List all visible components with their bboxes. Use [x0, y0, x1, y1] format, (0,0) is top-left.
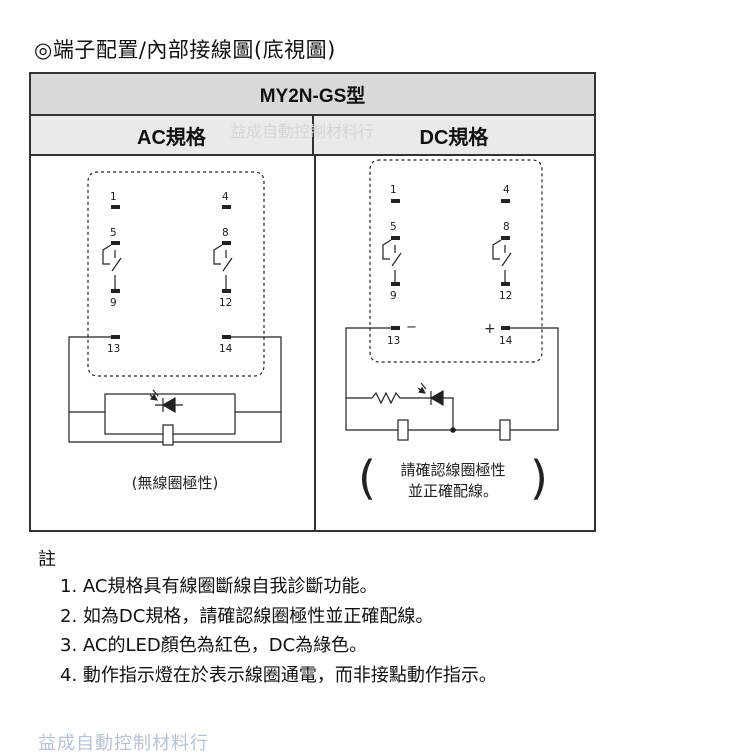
dc-label-13: 13: [387, 335, 400, 347]
ac-label-12: 12: [219, 297, 232, 309]
dc-terminal-13-pin: [391, 326, 400, 330]
dc-terminal-9-pin: [391, 282, 400, 286]
center-watermark: 益成自動控制材料行: [230, 122, 375, 141]
notes-title: 註: [38, 549, 56, 570]
dc-minus-sign: −: [406, 320, 417, 335]
dc-terminal-12-pin: [501, 282, 510, 286]
note-item-3: 3. AC的LED顏色為紅色，DC為綠色。: [60, 635, 368, 656]
store-watermark: 益成自動控制材料行: [38, 733, 209, 754]
dc-terminal-14-pin: [501, 326, 510, 330]
ac-right-contact: [213, 205, 233, 293]
dc-terminal-5-pin: [391, 236, 400, 240]
ac-relay-outline: [87, 171, 265, 377]
dc-wiring-diagram: [345, 159, 559, 441]
dc-label-14: 14: [499, 335, 513, 347]
dc-terminal-1-pin: [391, 199, 400, 203]
dc-terminal-4-pin: [501, 199, 510, 203]
dc-note-text: 請確認線圈極性 並正確配線。: [358, 455, 548, 502]
ac-coil-symbol: [162, 424, 174, 446]
dc-note-right-paren: ): [530, 451, 548, 505]
dc-polarity-note: ( 請確認線圈極性 並正確配線。 ): [358, 455, 548, 502]
dc-relay-outline: [369, 159, 543, 363]
dc-plus-sign: +: [484, 321, 496, 337]
ac-label-5: 5: [110, 227, 117, 239]
dc-right-contact: [492, 199, 512, 286]
section-heading: ◎端子配置/內部接線圖(底視圖): [34, 38, 336, 62]
ac-label-9: 9: [110, 297, 117, 309]
ac-terminal-4-pin: [222, 205, 231, 209]
column-divider: [314, 156, 316, 530]
dc-label-4: 4: [503, 184, 510, 196]
wiring-diagram-table: MY2N-GS型 AC規格 DC規格: [29, 72, 596, 532]
dc-led-symbol: [429, 389, 444, 407]
dc-coil-symbol-1: [397, 419, 409, 441]
dc-label-1: 1: [390, 184, 397, 196]
dc-terminal-labels: 1 4 5 8 9 12 13 14 − +: [387, 184, 513, 347]
dc-label-9: 9: [390, 290, 397, 302]
ac-terminal-8-pin: [222, 241, 231, 245]
dc-label-5: 5: [390, 221, 397, 233]
ac-led-symbol: [161, 396, 176, 414]
ac-terminal-9-pin: [111, 289, 120, 293]
dc-resistor-symbol: [371, 391, 423, 405]
dc-junction-dot: [450, 427, 456, 433]
ac-label-1: 1: [110, 191, 117, 203]
dc-label-12: 12: [499, 290, 512, 302]
ac-led-light-arrow: [149, 393, 158, 401]
ac-terminal-13-pin: [111, 335, 120, 339]
note-item-2: 2. 如為DC規格，請確認線圈極性並正確配線。: [60, 605, 434, 627]
ac-terminal-labels: 1 4 5 8 9 12 13 14: [107, 191, 233, 355]
dc-label-8: 8: [503, 221, 510, 233]
ac-wiring-diagram: [68, 171, 282, 446]
dc-led-light-arrow: [417, 386, 426, 394]
dc-note-left-paren: (: [358, 451, 376, 505]
dc-note-line1: 請確認線圈極性: [400, 461, 506, 479]
dc-coil-wiring: [345, 327, 559, 431]
dc-terminal-8-pin: [501, 236, 510, 240]
dc-coil-symbol-2: [499, 419, 511, 441]
ac-polarity-note: (無線圈極性): [131, 474, 219, 492]
ac-terminal-12-pin: [222, 289, 231, 293]
dc-left-contact: [382, 199, 402, 286]
ac-terminal-1-pin: [111, 205, 120, 209]
ac-coil-wiring: [68, 336, 282, 443]
ac-label-4: 4: [222, 191, 229, 203]
note-item-4: 4. 動作指示燈在於表示線圈通電，而非接點動作指示。: [60, 664, 497, 686]
ac-left-contact: [102, 205, 122, 293]
ac-label-14: 14: [219, 343, 233, 355]
model-header: MY2N-GS型: [31, 74, 594, 116]
ac-label-8: 8: [222, 227, 229, 239]
notes-list: 1. AC規格具有線圈斷線自我診斷功能。 2. 如為DC規格，請確認線圈極性並正…: [60, 572, 497, 690]
dc-note-line2: 並正確配線。: [407, 482, 498, 500]
ac-terminal-14-pin: [222, 335, 231, 339]
ac-spec-header: AC規格: [31, 116, 314, 156]
dc-spec-header: DC規格: [314, 116, 594, 156]
note-item-1: 1. AC規格具有線圈斷線自我診斷功能。: [60, 576, 378, 597]
ac-label-13: 13: [107, 343, 120, 355]
ac-terminal-5-pin: [111, 241, 120, 245]
